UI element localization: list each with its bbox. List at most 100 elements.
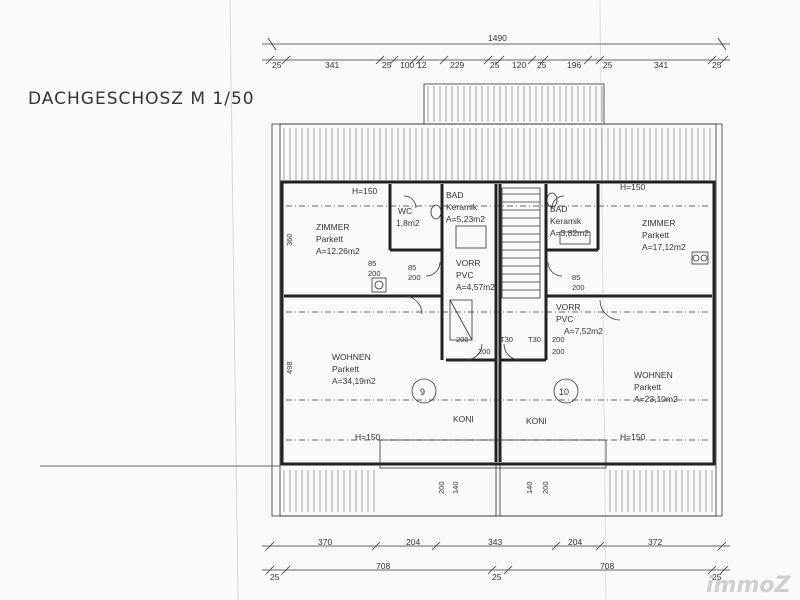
koni-left: KONI	[453, 414, 474, 424]
unit-number: 10	[559, 387, 569, 397]
room-name: WOHNEN	[332, 352, 371, 362]
dim-200-a: 200	[478, 347, 491, 356]
room-vorr-left: VORR PVC A=4,57m2	[456, 258, 495, 292]
room-floor: Parkett	[316, 234, 344, 244]
drawing-line	[265, 565, 275, 575]
unit-marker-right: 10	[553, 378, 579, 404]
watermark-logo: immoZ	[706, 573, 792, 598]
height-top-right: H=150	[620, 182, 646, 192]
room-name: VORR	[456, 258, 481, 268]
height-bottom-right: H=150	[620, 432, 646, 442]
dim-top-5: 12	[417, 60, 427, 70]
roof-outline	[271, 123, 723, 517]
dim-vert-140-a: 140	[451, 481, 460, 494]
drawing-line	[371, 541, 381, 551]
room-zimmer-left: ZIMMER Parkett A=12,26m2	[316, 222, 360, 256]
dim-200-c: 200	[456, 335, 469, 344]
dim-200-e: 200	[368, 269, 381, 278]
dim-top-8: 120	[512, 60, 526, 70]
room-area: A=34,19m2	[332, 376, 376, 386]
room-floor: Keramik	[550, 216, 582, 226]
drawing-line	[281, 55, 291, 65]
koni-right: KONI	[526, 416, 547, 426]
room-name: BAD	[446, 190, 463, 200]
dim-bottom2-5: 25	[712, 572, 722, 582]
room-zimmer-right: ZIMMER Parkett A=17,12m2	[642, 218, 686, 252]
drawing-line	[707, 565, 717, 575]
drawing-line	[719, 565, 729, 575]
dim-top-4: 100	[400, 60, 414, 70]
roof-dormer	[423, 83, 605, 125]
dim-top-2: 341	[325, 60, 339, 70]
room-name: WC	[398, 206, 412, 216]
dim-85-b: 85	[572, 273, 580, 282]
drawing-line	[707, 55, 717, 65]
dim-top-1: 25	[272, 60, 282, 70]
drawing-line	[595, 541, 605, 551]
dim-vert-200-b: 200	[541, 481, 550, 494]
drawing-line	[717, 541, 727, 551]
dim-top-13: 25	[712, 60, 722, 70]
drawing-line	[551, 541, 561, 551]
room-wohnen-left: WOHNEN Parkett A=34,19m2	[332, 352, 376, 386]
dim-85-c: 85	[408, 263, 416, 272]
building-walls	[280, 180, 716, 516]
room-wohnen-right: WOHNEN Parkett A=23,10m2	[634, 370, 678, 404]
room-area: A=12,26m2	[316, 246, 360, 256]
dim-side-498: 498	[285, 361, 294, 374]
door-t30-a: T30	[500, 335, 513, 344]
dim-200-b: 200	[552, 347, 565, 356]
room-name: BAD	[550, 204, 567, 214]
drawing-line	[409, 55, 419, 65]
drawing-line	[583, 55, 593, 65]
dim-85-a: 85	[368, 259, 376, 268]
drawing-line	[527, 55, 537, 65]
room-bad-right: BAD Keramik A=3,82m2	[550, 204, 589, 238]
fixtures	[371, 192, 709, 341]
drawing-line	[265, 541, 275, 551]
room-name: ZIMMER	[316, 222, 350, 232]
dim-top-3: 25	[382, 60, 392, 70]
dim-top-7: 25	[490, 60, 500, 70]
drawing-line	[495, 55, 505, 65]
dim-bottom1-4: 204	[568, 537, 582, 547]
dim-vert-200-a: 200	[437, 481, 446, 494]
room-vorr-right: VORR PVC A=7,52m2	[556, 302, 603, 336]
drawing-line	[487, 565, 497, 575]
drawing-line	[265, 55, 275, 65]
top-dimension-chain: 1490 25 341 25 100 12 229 25 120 25 196 …	[262, 33, 730, 70]
unit-number: 9	[420, 387, 425, 397]
room-floor: PVC	[556, 314, 573, 324]
dim-bottom2-4: 708	[600, 561, 614, 571]
dim-top-11: 25	[603, 60, 613, 70]
room-area: A=7,52m2	[564, 326, 603, 336]
room-area: A=4,57m2	[456, 282, 495, 292]
drawing-line	[595, 55, 605, 65]
room-area: 1,8m2	[396, 218, 420, 228]
dim-top-12: 341	[654, 60, 668, 70]
room-floor: Parkett	[634, 382, 662, 392]
dim-bottom1-2: 204	[406, 537, 420, 547]
room-wc: WC 1,8m2	[396, 206, 420, 228]
height-bottom-left: H=150	[355, 432, 381, 442]
room-name: WOHNEN	[634, 370, 673, 380]
dim-bottom2-2: 708	[376, 561, 390, 571]
dim-top-9: 25	[537, 60, 547, 70]
drawing-line	[439, 55, 449, 65]
room-area: A=23,10m2	[634, 394, 678, 404]
room-bad-left: BAD Keramik A=5,23m2	[446, 190, 485, 224]
drawing-line	[503, 565, 513, 575]
drawing-line	[415, 55, 425, 65]
room-floor: Parkett	[642, 230, 670, 240]
drawing-line	[719, 55, 729, 65]
room-floor: Keramik	[446, 202, 478, 212]
dim-overall-top: 1490	[488, 33, 507, 43]
dim-200-f: 200	[572, 283, 585, 292]
drawing-line	[483, 55, 493, 65]
room-area: A=5,23m2	[446, 214, 485, 224]
dim-200-d: 200	[552, 335, 565, 344]
room-floor: Parkett	[332, 364, 360, 374]
dim-top-6: 229	[450, 60, 464, 70]
door-t30-b: T30	[528, 335, 541, 344]
